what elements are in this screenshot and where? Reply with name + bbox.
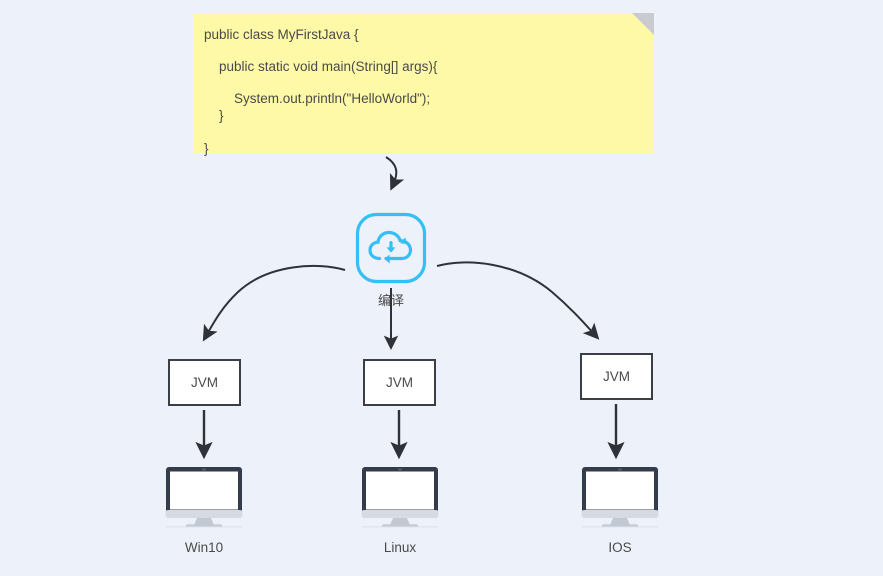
- compile-label: 编译: [377, 294, 404, 309]
- platform-label-ios: IOS: [608, 540, 632, 555]
- note-fold-corner: [632, 13, 654, 35]
- code-line-1: public class MyFirstJava {: [204, 27, 359, 42]
- jvm-box-2[interactable]: JVM: [363, 359, 436, 406]
- code-line-5: }: [204, 141, 209, 156]
- jvm-box-3[interactable]: JVM: [580, 353, 653, 400]
- platform-label-linux: Linux: [383, 540, 417, 555]
- cloud-sync-icon[interactable]: [355, 212, 427, 284]
- monitor-icon-win10[interactable]: [164, 466, 244, 528]
- code-line-4: }: [219, 108, 224, 123]
- code-line-2: public static void main(String[] args){: [219, 59, 438, 74]
- monitor-icon-ios[interactable]: [580, 466, 660, 528]
- monitor-icon-linux[interactable]: [360, 466, 440, 528]
- arrow-note-to-compile: [385, 156, 405, 191]
- arrow-compile-to-jvm-1: [202, 265, 346, 342]
- jvm-box-1[interactable]: JVM: [168, 359, 241, 406]
- platform-label-win10: Win10: [184, 540, 224, 555]
- java-source-code-note: public class MyFirstJava { public static…: [193, 13, 654, 156]
- arrow-compile-to-jvm-3: [436, 261, 600, 340]
- code-line-3: System.out.println("HelloWorld");: [234, 91, 431, 106]
